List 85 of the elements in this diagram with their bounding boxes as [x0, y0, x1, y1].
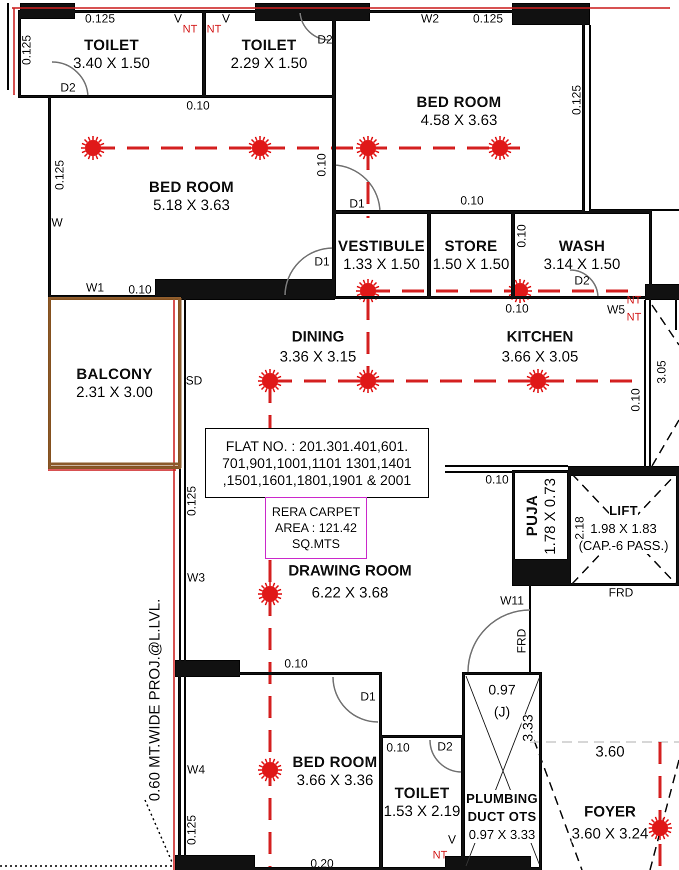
- door-window-tag: SD: [186, 374, 202, 388]
- balcony-outline: [48, 297, 181, 469]
- door-window-tag: W2: [421, 12, 439, 26]
- carpet-area-box: [265, 497, 367, 559]
- room-name: TOILET: [242, 36, 296, 54]
- room-outline: [512, 470, 570, 562]
- note-text: RERA CARPET AREA : 121.42 SQ.MTS: [270, 504, 362, 552]
- room-size: 3.14 X 1.50: [544, 256, 620, 272]
- dimension-text: 0.10: [386, 742, 410, 754]
- room-name: PLUMBING DUCT OTS: [465, 790, 539, 826]
- room-size: 2.31 X 3.00: [76, 384, 153, 400]
- room-name: WASH: [558, 238, 606, 256]
- dimension-text: 0.10: [284, 658, 308, 670]
- room-outline: [48, 95, 335, 298]
- dimension-text: 0.10: [186, 100, 210, 112]
- room-name: STORE: [444, 238, 498, 256]
- dimension-text: 0.125: [186, 814, 198, 846]
- room-name: BED ROOM: [292, 754, 378, 772]
- dimension-text: 3.33: [522, 714, 534, 742]
- door-window-tag: W11: [500, 594, 524, 608]
- dimension-text: 0.10: [505, 302, 529, 316]
- room-size: 3.60 X 3.24: [572, 826, 648, 842]
- door-window-tag: W4: [187, 764, 205, 776]
- door-window-tag: W3: [187, 572, 205, 584]
- room-name: BALCONY: [76, 366, 153, 384]
- note-text: FLAT NO. : 201.301.401,601. 701,901,1001,1101 1301,1401 ,1501,1601,1801,1901 & 2001: [221, 438, 413, 488]
- room-name: BED ROOM: [149, 179, 234, 197]
- trap-tag: NT: [206, 24, 222, 36]
- dimension-text: 0.97: [488, 684, 516, 696]
- room-outline: [428, 211, 514, 299]
- dimension-text: 2.18: [574, 516, 586, 540]
- door-window-tag: D1: [349, 198, 365, 210]
- room-outline: [333, 211, 430, 299]
- room-size: 1.50 X 1.50: [432, 256, 510, 272]
- room-size: 3.66 X 3.36: [296, 772, 374, 788]
- room-size: 2.29 X 1.50: [230, 54, 308, 72]
- trap-tag: NT: [432, 850, 448, 862]
- room-size: 1.53 X 2.19: [384, 803, 460, 820]
- room-size: 1.78 X 0.73: [542, 478, 558, 554]
- room-size: 1.33 X 1.50: [343, 256, 420, 272]
- trap-tag: NT: [626, 312, 642, 324]
- dimension-text: 0.10: [485, 474, 509, 486]
- door-window-tag: V: [222, 12, 230, 26]
- room-size: 5.18 X 3.63: [153, 197, 230, 214]
- dimension-text: 0.10: [128, 284, 152, 296]
- dimension-text: 0.125: [472, 12, 504, 26]
- room-size: 0.97 X 3.33: [468, 826, 536, 842]
- dimension-text: 3.05: [656, 360, 668, 384]
- door-window-tag: D2: [437, 740, 453, 754]
- dimension-text: 0.125: [84, 12, 116, 26]
- door-window-tag: W: [51, 216, 63, 230]
- dimension-text: 0.10: [516, 224, 528, 248]
- room-size: 4.58 X 3.63: [420, 112, 498, 129]
- room-outline: [18, 10, 205, 98]
- door-window-tag: FRD: [608, 586, 634, 600]
- dimension-text: 0.10: [460, 194, 484, 208]
- dimension-text: (J): [494, 706, 510, 718]
- room-name: VESTIBULE: [338, 238, 425, 256]
- room-size: 3.40 X 1.50: [73, 54, 150, 72]
- door-window-tag: D1: [360, 690, 376, 704]
- door-window-tag: D2: [574, 274, 590, 288]
- dimension-text: FRD: [516, 628, 528, 654]
- door-window-tag: V: [174, 12, 182, 26]
- door-window-tag: W1: [86, 282, 104, 294]
- dimension-text: 0.10: [316, 153, 328, 177]
- trap-tag: NT: [182, 24, 198, 36]
- door-window-tag: W5: [607, 304, 625, 316]
- room-outline: [203, 10, 335, 98]
- dimension-text: 0.10: [630, 388, 642, 412]
- room-outline: [178, 672, 382, 870]
- dimension-text: 0.125: [20, 34, 34, 66]
- note-text: 0.60 MT.WIDE PROJ.@L.LVL.: [146, 598, 164, 802]
- door-window-tag: V: [448, 834, 456, 846]
- door-window-tag: D1: [314, 256, 330, 268]
- dimension-text: 0.125: [54, 160, 66, 190]
- door-window-tag: D2: [60, 82, 76, 94]
- room-outline: [380, 735, 464, 870]
- dimension-text: 0.125: [570, 84, 584, 116]
- room-name: BED ROOM: [416, 94, 502, 112]
- room-name: TOILET: [394, 785, 450, 803]
- room-name: TOILET: [84, 36, 139, 54]
- room-outline: [333, 10, 585, 213]
- room-name: PUJA: [524, 495, 542, 537]
- dimension-text: 0.125: [186, 486, 198, 516]
- flat-number-box: [205, 428, 429, 498]
